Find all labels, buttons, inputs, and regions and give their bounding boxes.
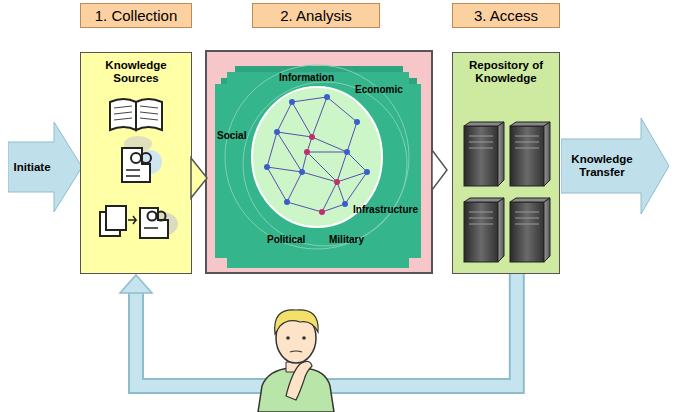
- box-title: Repository of Knowledge: [467, 59, 545, 85]
- stage-tab: 3. Access: [452, 3, 560, 28]
- label-holder: Social: [217, 130, 246, 142]
- network-graphic: [215, 65, 421, 268]
- stage-title: 1. Collection: [95, 7, 178, 24]
- network-link: [327, 97, 357, 122]
- network-dot: [342, 201, 348, 207]
- source-icons: [100, 99, 178, 238]
- label-holder: Information: [279, 72, 334, 84]
- network-dot: [299, 169, 305, 175]
- network-link: [345, 172, 367, 204]
- factor-label: Infrastructure: [353, 204, 418, 216]
- network-dot: [334, 179, 340, 185]
- label-holder: Military: [329, 234, 364, 246]
- stage-chevron: [191, 158, 207, 198]
- network-dot: [354, 119, 360, 125]
- network-link: [337, 182, 345, 204]
- network-dot: [309, 134, 315, 140]
- network-dot: [284, 199, 290, 205]
- feedback-arrow: [120, 274, 517, 386]
- box-title: Knowledge Transfer: [563, 153, 641, 179]
- network-dot: [289, 99, 295, 105]
- thinking-person: [258, 310, 334, 412]
- network-dot: [264, 164, 270, 170]
- factor-label: Military: [329, 234, 364, 246]
- network-link: [302, 152, 307, 172]
- network-link: [322, 204, 345, 212]
- network-link: [337, 172, 367, 182]
- box-title: Initiate: [10, 161, 54, 174]
- network-dot: [304, 149, 310, 155]
- stage-tab: 2. Analysis: [252, 3, 380, 28]
- box-title: Knowledge Sources: [96, 59, 176, 85]
- transfer-arrow: Knowledge Transfer: [561, 118, 669, 214]
- network-dot: [324, 94, 330, 100]
- network-link: [347, 122, 357, 152]
- network-link: [312, 137, 347, 152]
- network-link: [337, 152, 347, 182]
- server-icons: [464, 122, 550, 262]
- factor-label: Social: [217, 130, 246, 142]
- network-link: [287, 172, 302, 202]
- stage-title: 2. Analysis: [280, 7, 352, 24]
- network-link: [267, 167, 302, 172]
- network-link: [312, 97, 327, 137]
- network-link: [277, 132, 302, 172]
- factor-label: Political: [267, 234, 305, 246]
- network-link: [292, 97, 327, 102]
- factor-label: Economic: [355, 84, 403, 96]
- network-link: [307, 152, 337, 182]
- factor-label: Information: [279, 72, 334, 84]
- initiate-arrow: Initiate: [8, 122, 82, 212]
- stage-title: 3. Access: [474, 7, 538, 24]
- label-holder: Political: [267, 234, 305, 246]
- network-dot: [319, 209, 325, 215]
- network-link: [267, 132, 277, 167]
- network-dot: [344, 149, 350, 155]
- network-dot: [274, 129, 280, 135]
- network-link: [277, 132, 312, 137]
- network-dot: [364, 169, 370, 175]
- label-holder: Economic: [355, 84, 403, 96]
- network-link: [277, 102, 292, 132]
- network-link: [292, 102, 312, 137]
- network-link: [287, 202, 322, 212]
- network-link: [347, 152, 367, 172]
- stage-tab: 1. Collection: [80, 3, 192, 28]
- label-holder: Infrastructure: [353, 204, 418, 216]
- network-link: [267, 167, 287, 202]
- network-link: [307, 152, 347, 153]
- stage-chevron: [432, 150, 447, 190]
